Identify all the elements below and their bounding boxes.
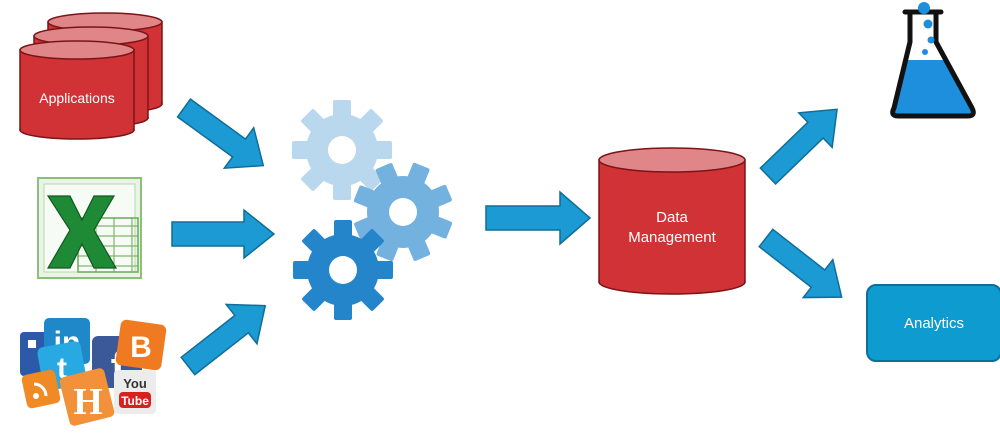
- arrow-data-to-science: [759, 108, 838, 185]
- gears-icon: [292, 100, 453, 320]
- excel-icon: [37, 177, 142, 279]
- analytics-label: Analytics: [903, 314, 965, 332]
- arrow-data-to-analytics: [758, 228, 843, 299]
- data-management-database: Data Management: [598, 147, 746, 295]
- svg-text:Tube: Tube: [121, 394, 149, 408]
- svg-text:H: H: [73, 381, 103, 423]
- gear-dark: [293, 220, 393, 320]
- gear-light: [292, 100, 392, 200]
- social-media-collage-icon: in t f B H You Tube: [20, 318, 167, 426]
- arrow-social-to-processing: [180, 303, 267, 376]
- stack-cylinder-front: [19, 40, 135, 140]
- applications-database-stack: Applications: [19, 12, 163, 140]
- analytics-box: Analytics: [866, 284, 1000, 362]
- arrow-processing-to-data-management: [485, 190, 592, 246]
- gear-mid: [353, 162, 453, 262]
- arrow-excel-to-processing: [171, 208, 276, 260]
- svg-text:You: You: [123, 376, 147, 391]
- data-management-label-line1: Data: [656, 209, 688, 226]
- applications-label: Applications: [39, 90, 115, 106]
- arrow-applications-to-processing: [176, 98, 265, 170]
- svg-text:B: B: [130, 331, 152, 364]
- data-management-label-line2: Management: [628, 229, 716, 246]
- svg-text:t: t: [57, 352, 67, 385]
- lab-flask-icon: [890, 2, 976, 119]
